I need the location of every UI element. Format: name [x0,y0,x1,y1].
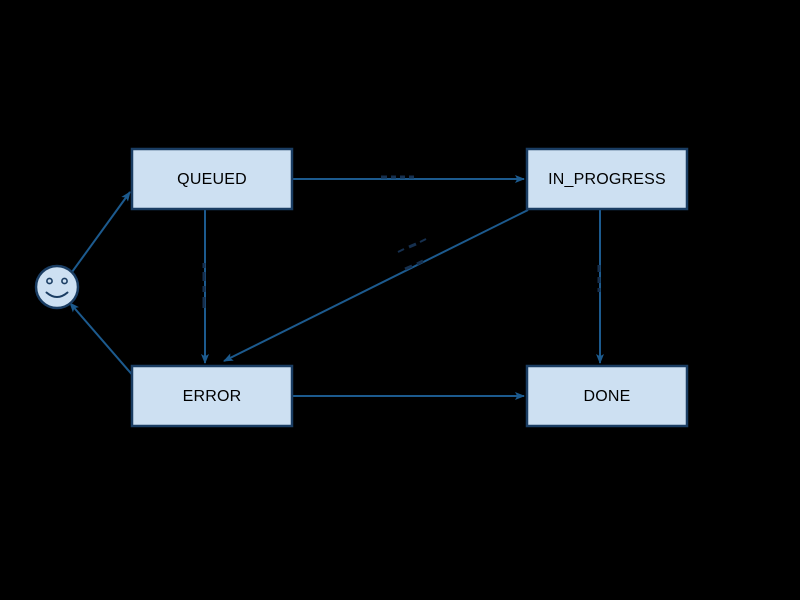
edge-queued-to-in_progress[interactable] [292,175,525,183]
state-box-in-progress [525,147,689,211]
state-node-queued[interactable]: QUEUED [130,147,294,211]
smiley-mouth-icon [45,291,69,298]
state-node-done[interactable]: DONE [525,364,689,428]
edge-in_progress-to-error[interactable] [223,209,529,362]
state-label-error: ERROR [183,388,242,405]
edges-layer [69,175,604,400]
edge-start-to-queued[interactable] [71,191,131,273]
edge-label-marks-in_progress-to-error [397,238,427,271]
state-box-queued [130,147,294,211]
smiley-left-eye-icon [46,277,53,285]
state-label-done: DONE [583,388,630,405]
state-label-queued: QUEUED [177,171,247,188]
edge-error-to-start[interactable] [69,302,136,379]
state-node-in-progress[interactable]: IN_PROGRESS [525,147,689,211]
state-box-error [130,364,294,428]
edge-queued-to-error[interactable] [201,209,209,364]
state-label-in-progress: IN_PROGRESS [548,171,666,188]
smiley-right-eye-icon [61,277,68,285]
edge-in_progress-to-done[interactable] [596,209,604,364]
start-state-circle [34,264,80,310]
state-node-error[interactable]: ERROR [130,364,294,428]
state-box-done [525,364,689,428]
start-state-node[interactable] [34,264,80,310]
